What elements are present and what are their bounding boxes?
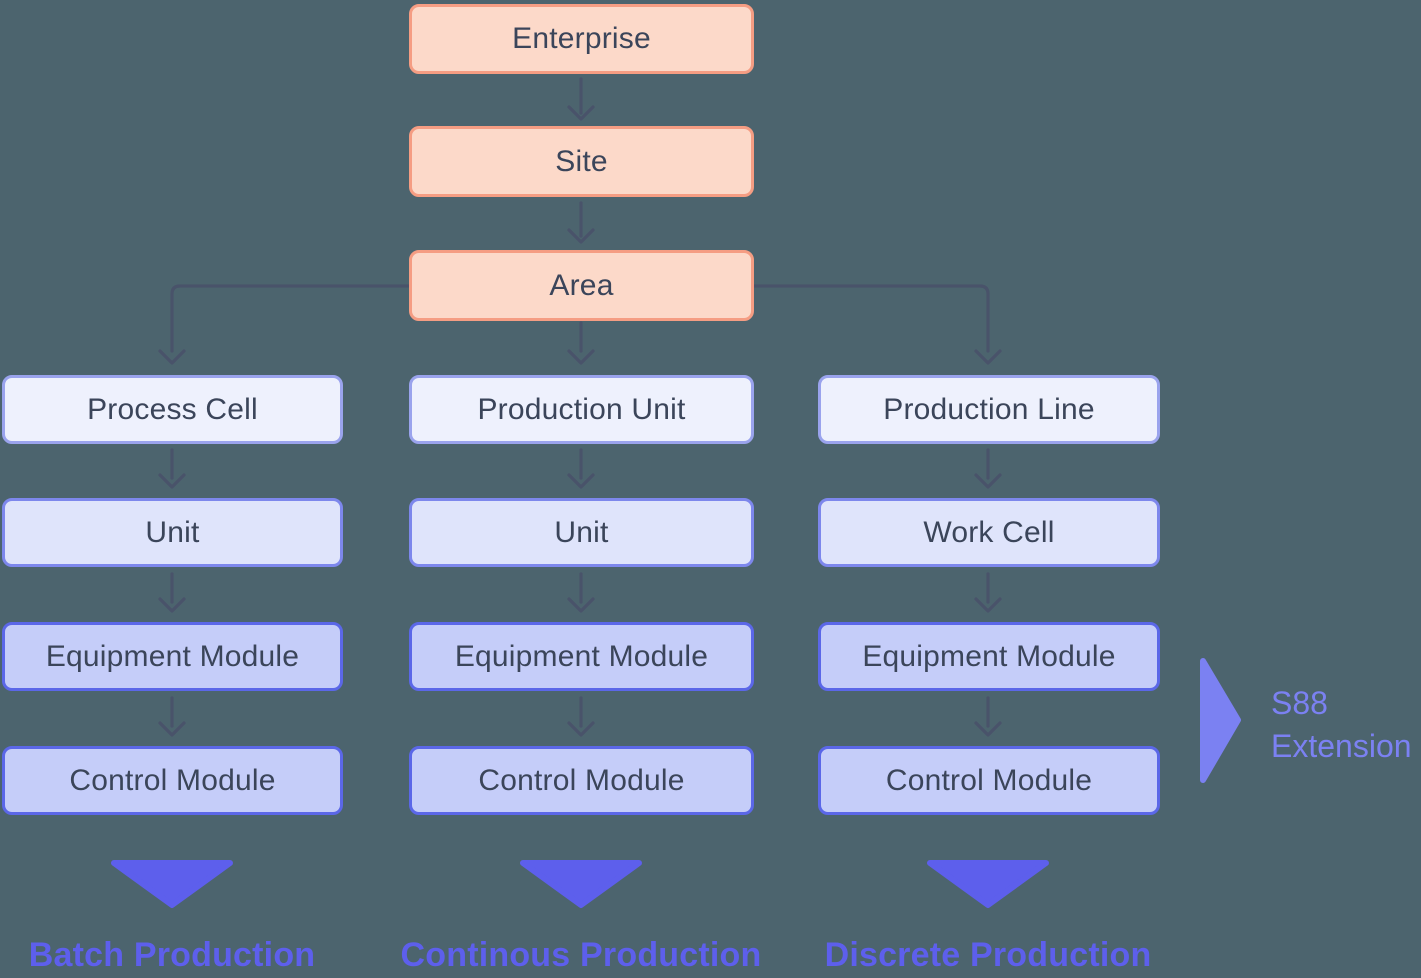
arrow-enterprise-site [567,77,595,121]
node-production-line: Production Line [818,375,1160,444]
s88-extension-label: S88 Extension [1271,682,1412,768]
node-unit-continous: Unit [409,498,754,567]
node-control-module-continous-label: Control Module [478,763,685,797]
node-process-cell-label: Process Cell [87,392,258,426]
continous-production-label: Continous Production [400,936,762,974]
s88-extension-arrow-icon [1200,658,1241,783]
node-control-module-discrete: Control Module [818,746,1160,815]
node-process-cell: Process Cell [2,375,343,444]
arrow-equipment-control-module-2 [567,696,595,737]
node-equipment-module-batch-label: Equipment Module [45,639,300,673]
node-equipment-module-discrete: Equipment Module [818,622,1160,691]
arrow-production-line-work-cell [974,448,1002,489]
arrow-unit-equipment-module-2 [567,572,595,613]
discrete-production-label: Discrete Production [824,936,1152,974]
node-control-module-continous: Control Module [409,746,754,815]
node-unit-batch: Unit [2,498,343,567]
s88-extension-line2: Extension [1271,728,1412,764]
node-unit-continous-label: Unit [554,515,609,549]
node-enterprise-label: Enterprise [512,22,651,55]
node-equipment-module-discrete-label: Equipment Module [862,639,1116,673]
node-site-label: Site [555,144,608,178]
arrow-area-production-unit [567,321,595,365]
node-equipment-module-continous: Equipment Module [409,622,754,691]
arrow-site-area [567,201,595,244]
discrete-down-arrow-icon [927,860,1049,908]
batch-down-arrow-icon [111,860,233,908]
node-area-label: Area [549,268,614,302]
node-work-cell: Work Cell [818,498,1160,567]
node-unit-batch-label: Unit [145,515,200,549]
arrow-unit-equipment-module-1 [158,572,186,613]
node-work-cell-label: Work Cell [923,515,1055,549]
arrow-production-unit-unit [567,448,595,489]
node-control-module-batch-label: Control Module [69,763,276,797]
node-production-line-label: Production Line [883,392,1095,426]
node-production-unit-label: Production Unit [477,392,686,426]
node-enterprise: Enterprise [409,4,754,74]
node-area: Area [409,250,754,321]
batch-production-label: Batch Production [28,936,316,974]
arrow-work-cell-equipment-module [974,572,1002,613]
node-control-module-discrete-label: Control Module [885,763,1093,797]
s88-extension-line1: S88 [1271,685,1328,721]
arrow-equipment-control-module-3 [974,696,1002,737]
arrow-area-production-line [751,284,1002,365]
arrow-process-cell-unit [158,448,186,489]
node-control-module-batch: Control Module [2,746,343,815]
continous-down-arrow-icon [520,860,642,908]
arrow-area-process-cell [158,284,411,365]
arrow-equipment-control-module-1 [158,696,186,737]
node-production-unit: Production Unit [409,375,754,444]
node-site: Site [409,126,754,197]
node-equipment-module-continous-label: Equipment Module [454,639,709,673]
node-equipment-module-batch: Equipment Module [2,622,343,691]
